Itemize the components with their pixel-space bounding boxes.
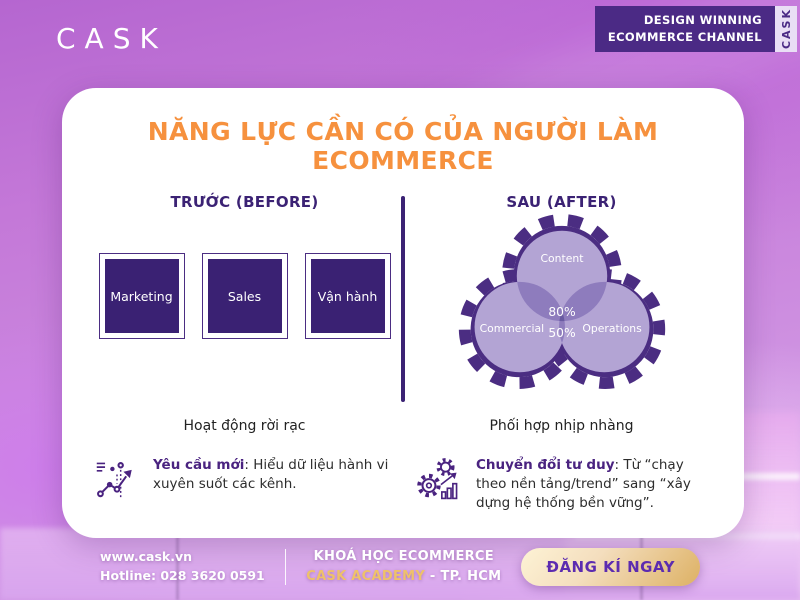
course-title: KHOÁ HỌC ECOMMERCE <box>313 549 494 564</box>
column-divider <box>401 196 405 402</box>
note-text: Chuyển đổi tư duy: Từ “chạy theo nền tản… <box>476 454 712 513</box>
before-boxes: Marketing Sales Vận hành <box>98 253 391 339</box>
hotline: Hotline: 028 3620 0591 <box>100 567 265 583</box>
note-mindset-shift: Chuyển đổi tư duy: Từ “chạy theo nền tản… <box>403 454 726 513</box>
badge-text: DESIGN WINNING ECOMMERCE CHANNEL <box>594 6 775 52</box>
venn-label-commercial: Commercial <box>479 322 544 335</box>
course-subtitle: CASK ACADEMY - TP. HCM <box>306 567 501 587</box>
note-new-requirement: Yêu cầu mới: Hiểu dữ liệu hành vi xuyên … <box>80 454 403 513</box>
content-card: NĂNG LỰC CẦN CÓ CỦA NGƯỜI LÀM ECOMMERCE … <box>62 88 744 538</box>
venn-pct-80: 80% <box>548 305 575 319</box>
before-caption: Hoạt động rời rạc <box>183 418 306 434</box>
note-label: Yêu cầu mới <box>153 457 245 473</box>
footer-divider <box>284 548 287 585</box>
note-body: : Từ “chạy theo nền tảng/trend” sang “xâ… <box>476 457 691 512</box>
gear-venn-diagram: Content Commercial Operations 80% 50% <box>458 214 665 389</box>
badge-line1: DESIGN WINNING <box>643 12 762 27</box>
badge-line2: ECOMMERCE CHANNEL <box>607 30 762 44</box>
before-after-columns: TRƯỚC (BEFORE) Marketing Sales Vận hành … <box>62 190 744 434</box>
cask-logo: CASK <box>56 22 167 55</box>
before-box-label: Vận hành <box>310 259 385 333</box>
footer-bar: www.cask.vn Hotline: 028 3620 0591 KHOÁ … <box>0 547 800 586</box>
before-box-operations: Vận hành <box>304 253 391 339</box>
before-box-sales: Sales <box>201 253 288 339</box>
venn-pct-50: 50% <box>548 326 575 340</box>
venn-label-content: Content <box>540 252 583 265</box>
website: www.cask.vn <box>100 548 193 564</box>
notes-row: Yêu cầu mới: Hiểu dữ liệu hành vi xuyên … <box>62 454 744 513</box>
before-heading: TRƯỚC (BEFORE) <box>170 193 319 211</box>
contact-block: www.cask.vn Hotline: 028 3620 0591 <box>100 548 265 586</box>
note-label: Chuyển đổi tư duy <box>476 457 615 473</box>
trend-chart-icon <box>96 462 132 498</box>
after-heading: SAU (AFTER) <box>506 193 617 211</box>
register-now-button[interactable]: ĐĂNG KÍ NGAY <box>521 547 700 586</box>
before-box-label: Sales <box>207 259 282 333</box>
venn-label-operations: Operations <box>582 322 642 335</box>
before-box-label: Marketing <box>104 259 179 333</box>
badge-side-tab: CASK <box>775 6 797 52</box>
page-title: NĂNG LỰC CẦN CÓ CỦA NGƯỜI LÀM ECOMMERCE <box>147 117 659 175</box>
header-badge: DESIGN WINNING ECOMMERCE CHANNEL CASK <box>594 6 797 52</box>
badge-side-label: CASK <box>779 8 793 50</box>
note-body: : Hiểu dữ liệu hành vi xuyên suốt các kê… <box>153 457 389 493</box>
venn-circles <box>474 230 649 373</box>
course-block: KHOÁ HỌC ECOMMERCE CASK ACADEMY - TP. HC… <box>306 547 501 586</box>
academy-name: CASK ACADEMY <box>306 568 426 584</box>
after-caption: Phối hợp nhịp nhàng <box>489 418 634 434</box>
note-text: Yêu cầu mới: Hiểu dữ liệu hành vi xuyên … <box>153 454 389 494</box>
lamp-pole <box>176 525 179 600</box>
after-column: SAU (AFTER) <box>405 190 718 434</box>
gears-growth-icon <box>417 458 458 500</box>
before-column: TRƯỚC (BEFORE) Marketing Sales Vận hành … <box>88 190 401 434</box>
academy-location: - TP. HCM <box>429 568 502 584</box>
before-box-marketing: Marketing <box>98 253 185 339</box>
